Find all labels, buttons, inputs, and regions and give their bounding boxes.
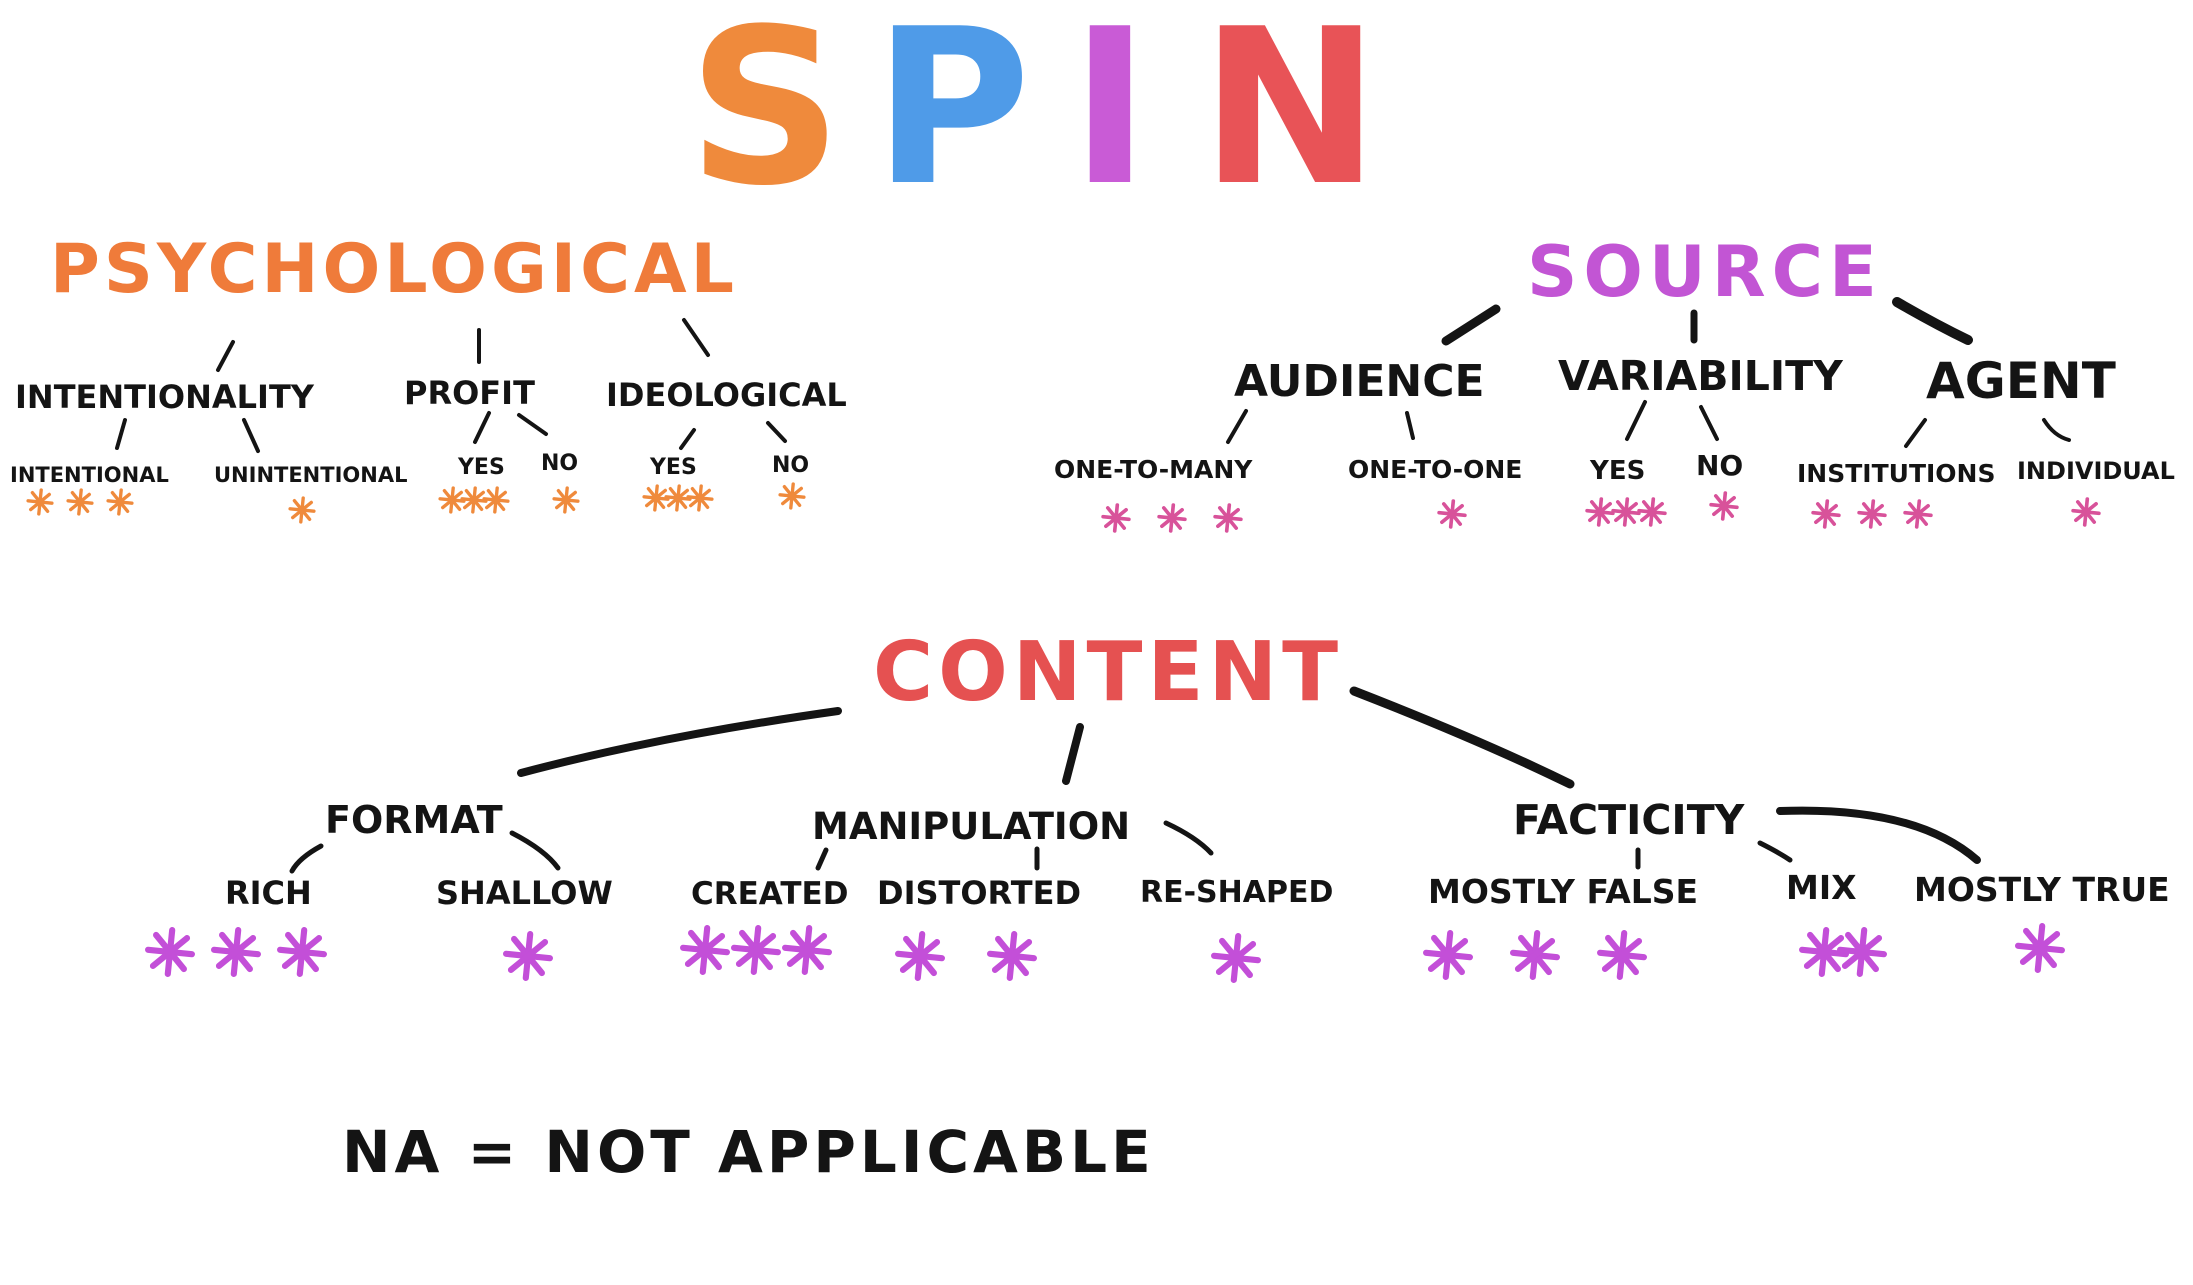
source-leaf-2-star-1 xyxy=(1437,499,1467,529)
content-connectors xyxy=(289,686,1981,874)
content-leaf-3-star-2 xyxy=(731,925,781,975)
content-leaf-6-star-1 xyxy=(1423,930,1473,980)
leaf-institutions: INSTITUTIONS xyxy=(1797,459,1995,488)
title-spin: S P I N xyxy=(688,0,1380,233)
leaf-profit-yes: YES xyxy=(457,455,505,480)
footnote-na: NA = NOT APPLICABLE xyxy=(342,1118,1155,1186)
content-leaf-1-star-1 xyxy=(145,927,195,977)
source-leaf-5-star-1 xyxy=(1811,499,1841,529)
leaf-ideological-yes: YES xyxy=(649,455,697,480)
content-leaf-3-star-1 xyxy=(680,925,730,975)
leaf-ideological-no: NO xyxy=(772,453,809,478)
content-leaf-2-star-1 xyxy=(503,931,553,981)
source-group-variability: VARIABILITY xyxy=(1558,352,1844,400)
leaf-mix: MIX xyxy=(1786,868,1857,907)
content-leaf-1-star-2 xyxy=(211,927,261,977)
leaf-re-shaped: RE-SHAPED xyxy=(1140,875,1333,910)
leaf-rich: RICH xyxy=(225,874,312,912)
psychological-group-ideological: IDEOLOGICAL xyxy=(606,376,847,414)
source-leaf-1-star-2 xyxy=(1157,503,1187,533)
content-leaf-7-star-2 xyxy=(1837,927,1887,977)
psychological-leaf-3-star-1 xyxy=(438,486,466,514)
content-leaf-8-star-1 xyxy=(2015,923,2065,973)
source-star-ratings xyxy=(1101,491,2101,533)
source-branch: SOURCE AUDIENCE VARIABILITY AGENT ONE-TO… xyxy=(1054,231,2175,533)
leaf-distorted: DISTORTED xyxy=(877,874,1081,912)
source-leaf-4-star-1 xyxy=(1709,491,1739,521)
source-leaf-5-star-2 xyxy=(1857,499,1887,529)
psychological-leaf-5-star-3 xyxy=(686,484,714,512)
content-leaf-1-star-3 xyxy=(277,927,327,977)
content-group-facticity: FACTICITY xyxy=(1513,796,1746,844)
source-leaf-3-star-3 xyxy=(1637,497,1667,527)
psychological-title: PSYCHOLOGICAL xyxy=(50,230,738,309)
psychological-leaf-5-star-2 xyxy=(664,484,692,512)
source-leaf-5-star-3 xyxy=(1903,499,1933,529)
psychological-leaf-2-star-1 xyxy=(288,496,316,524)
content-leaf-5-star-1 xyxy=(1211,933,1261,983)
source-leaf-6-star-1 xyxy=(2071,497,2101,527)
content-title: CONTENT xyxy=(873,625,1343,720)
content-star-ratings xyxy=(145,923,2065,983)
content-leaf-4-star-2 xyxy=(987,931,1037,981)
title-letter-s: S xyxy=(688,0,843,233)
source-leaf-1-star-3 xyxy=(1213,503,1243,533)
content-leaf-3-star-3 xyxy=(782,925,832,975)
psychological-star-ratings xyxy=(26,482,806,524)
content-leaf-7-star-1 xyxy=(1799,927,1849,977)
psychological-group-intentionality: INTENTIONALITY xyxy=(15,378,315,416)
psychological-leaf-1-star-2 xyxy=(66,488,94,516)
source-connectors xyxy=(1226,297,2071,448)
title-letter-i: I xyxy=(1070,0,1150,233)
psychological-branch: PSYCHOLOGICAL INTENTIONALITY PROFIT IDEO… xyxy=(10,230,847,524)
leaf-one-to-many: ONE-TO-MANY xyxy=(1054,455,1253,484)
content-branch: CONTENT FORMAT MANIPULATION FACTICITY RI… xyxy=(145,625,2170,983)
leaf-mostly-false: MOSTLY FALSE xyxy=(1428,872,1698,911)
psychological-connectors xyxy=(115,318,787,453)
source-leaf-1-star-1 xyxy=(1101,503,1131,533)
leaf-variability-yes: YES xyxy=(1589,456,1645,486)
psychological-leaf-3-star-2 xyxy=(460,486,488,514)
leaf-mostly-true: MOSTLY TRUE xyxy=(1914,870,2170,909)
source-leaf-3-star-1 xyxy=(1585,497,1615,527)
source-leaf-3-star-2 xyxy=(1611,497,1641,527)
leaf-created: CREATED xyxy=(691,876,848,912)
source-group-agent: AGENT xyxy=(1926,352,2116,410)
leaf-profit-no: NO xyxy=(541,451,578,476)
content-leaf-4-star-1 xyxy=(895,931,945,981)
content-leaf-6-star-3 xyxy=(1597,930,1647,980)
content-group-format: FORMAT xyxy=(325,798,503,842)
title-letter-n: N xyxy=(1200,0,1380,233)
content-group-manipulation: MANIPULATION xyxy=(812,805,1130,848)
source-title: SOURCE xyxy=(1527,231,1883,313)
psychological-leaf-4-star-1 xyxy=(552,486,580,514)
leaf-shallow: SHALLOW xyxy=(436,874,613,912)
psychological-leaf-6-star-1 xyxy=(778,482,806,510)
leaf-intentional: INTENTIONAL xyxy=(10,463,169,487)
leaf-one-to-one: ONE-TO-ONE xyxy=(1348,455,1522,484)
psychological-leaf-1-star-1 xyxy=(26,488,54,516)
psychological-group-profit: PROFIT xyxy=(404,374,535,412)
leaf-individual: INDIVIDUAL xyxy=(2017,457,2175,485)
content-leaf-6-star-2 xyxy=(1510,930,1560,980)
psychological-leaf-1-star-3 xyxy=(106,488,134,516)
source-group-audience: AUDIENCE xyxy=(1234,356,1485,407)
leaf-variability-no: NO xyxy=(1696,449,1743,482)
psychological-leaf-3-star-3 xyxy=(482,486,510,514)
psychological-leaf-5-star-1 xyxy=(642,484,670,512)
title-letter-p: P xyxy=(873,0,1031,233)
leaf-unintentional: UNINTENTIONAL xyxy=(214,463,407,487)
